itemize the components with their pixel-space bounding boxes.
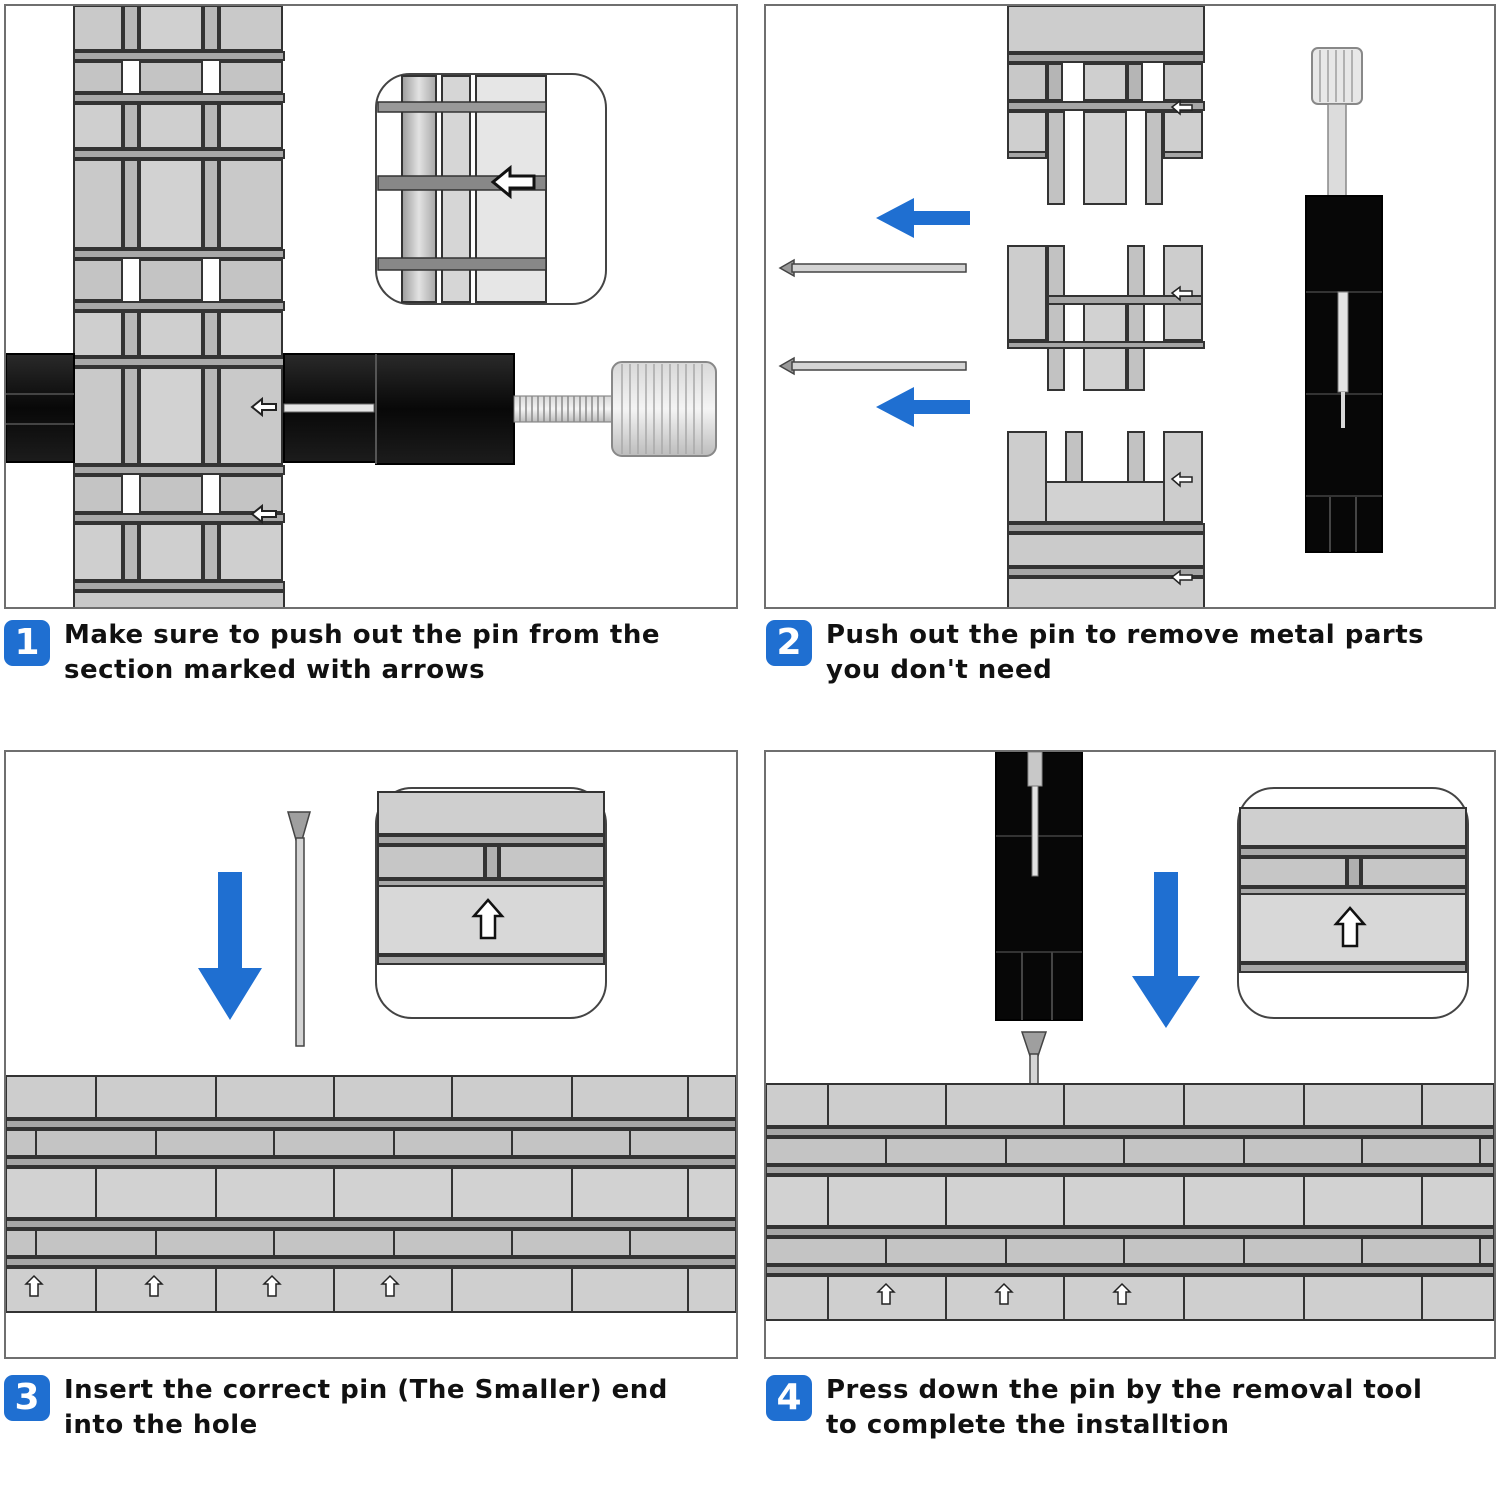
removed-pin xyxy=(778,258,967,278)
up-arrow-marking-icon xyxy=(1333,906,1367,948)
step-1-badge: 1 xyxy=(4,620,50,666)
vertical-bracelet xyxy=(73,6,285,607)
up-arrow-marking-icon xyxy=(994,1282,1014,1305)
blue-direction-arrow-icon xyxy=(876,387,970,427)
step-2-badge: 2 xyxy=(766,620,812,666)
step-3-badge: 3 xyxy=(4,1375,50,1421)
step-4-badge: 4 xyxy=(766,1375,812,1421)
up-arrow-marking-icon xyxy=(262,1274,282,1297)
up-arrow-marking-icon xyxy=(24,1274,44,1297)
step-2-text: Push out the pin to remove metal parts y… xyxy=(826,618,1424,688)
pin-removal-tool xyxy=(6,353,717,465)
up-arrow-marking-icon xyxy=(1112,1282,1132,1305)
left-arrow-marking-icon xyxy=(1170,569,1193,586)
step-2-illustration xyxy=(778,6,1383,607)
left-arrow-marking-icon xyxy=(1170,99,1193,116)
step-1-illustration xyxy=(6,6,717,607)
step-4-line-1: Press down the pin by the removal tool xyxy=(826,1375,1423,1405)
step-1-line-1: Make sure to push out the pin from the xyxy=(64,620,660,650)
bracelet-segment-bottom xyxy=(1007,431,1205,607)
step-3-line-1: Insert the correct pin (The Smaller) end xyxy=(64,1375,668,1405)
step-2-caption: 2 Push out the pin to remove metal parts… xyxy=(766,618,1424,688)
step-3-panel xyxy=(4,750,738,1359)
zoom-inset xyxy=(375,73,607,305)
replacement-pin xyxy=(1020,1031,1048,1085)
left-arrow-marking-icon xyxy=(490,164,536,200)
replacement-pin xyxy=(287,811,311,1047)
step-1-panel xyxy=(4,4,738,609)
pin-removal-tool xyxy=(995,752,1083,1021)
step-4-illustration xyxy=(766,752,1494,1321)
step-3-illustration xyxy=(6,787,736,1313)
step-3-text: Insert the correct pin (The Smaller) end… xyxy=(64,1373,668,1443)
step-4-panel xyxy=(764,750,1496,1359)
left-arrow-marking-icon xyxy=(1170,285,1193,302)
bracelet-segment-top xyxy=(1007,6,1205,205)
step-1-line-2: section marked with arrows xyxy=(64,655,486,685)
horizontal-bracelet xyxy=(766,1083,1494,1321)
step-4-text: Press down the pin by the removal tool t… xyxy=(826,1373,1422,1443)
step-2-panel xyxy=(764,4,1496,609)
step-2-line-1: Push out the pin to remove metal parts xyxy=(826,620,1425,650)
step-4-line-2: to complete the installtion xyxy=(826,1410,1230,1440)
up-arrow-marking-icon xyxy=(471,898,505,940)
blue-direction-arrow-icon xyxy=(876,198,970,238)
step-2-line-2: you don't need xyxy=(826,655,1053,685)
blue-direction-arrow-icon xyxy=(198,872,262,1020)
pin-removal-tool xyxy=(1305,47,1383,553)
left-arrow-marking-icon xyxy=(1170,471,1193,488)
step-3-line-2: into the hole xyxy=(64,1410,258,1440)
blue-direction-arrow-icon xyxy=(1132,872,1200,1028)
removed-pin xyxy=(778,356,967,376)
up-arrow-marking-icon xyxy=(876,1282,896,1305)
left-arrow-marking-icon xyxy=(250,503,277,525)
left-arrow-marking-icon xyxy=(250,396,277,418)
step-1-text: Make sure to push out the pin from the s… xyxy=(64,618,660,688)
up-arrow-marking-icon xyxy=(380,1274,400,1297)
zoom-inset xyxy=(1237,787,1469,1019)
bracelet-segment-removed xyxy=(1007,245,1205,391)
step-3-caption: 3 Insert the correct pin (The Smaller) e… xyxy=(4,1373,668,1443)
up-arrow-marking-icon xyxy=(144,1274,164,1297)
horizontal-bracelet xyxy=(6,1075,736,1313)
step-1-caption: 1 Make sure to push out the pin from the… xyxy=(4,618,660,688)
step-4-caption: 4 Press down the pin by the removal tool… xyxy=(766,1373,1422,1443)
